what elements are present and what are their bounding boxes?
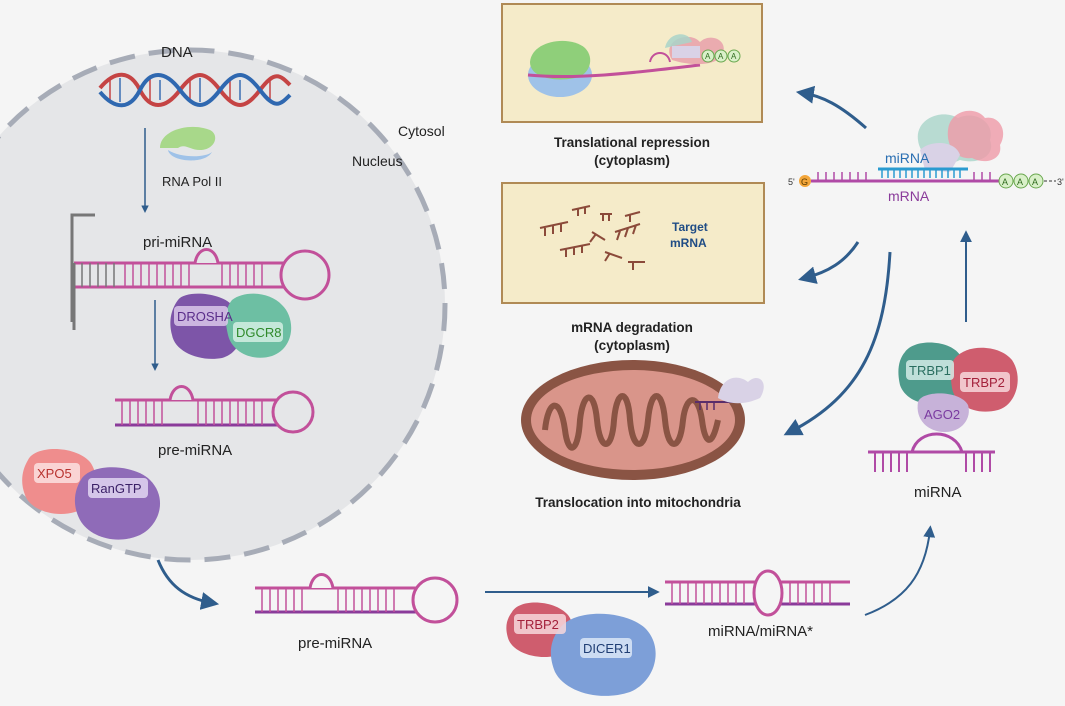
cap-label: G [801, 177, 808, 187]
dna-helix: DNA [98, 44, 292, 108]
target-mrna-complex: miRNA 5' G A A A 3' mRNA [788, 110, 1064, 204]
risc-mirna-label: miRNA [914, 484, 962, 501]
polyA-1: A [1002, 177, 1008, 187]
mirna-duplex: miRNA/miRNA* [665, 569, 850, 640]
cytosol-label: Cytosol [398, 123, 445, 139]
dicer1-label: DICER1 [583, 641, 631, 656]
mrna-degradation-panel: Target mRNA [501, 182, 765, 304]
trbp1-label: TRBP1 [909, 363, 951, 378]
duplex-label: miRNA/miRNA* [708, 623, 813, 640]
degradation-subtitle: (cytoplasm) [594, 338, 670, 353]
drosha-label: DROSHA [177, 309, 233, 324]
panel-polyA-2: A [718, 52, 724, 61]
polyA-3: A [1032, 177, 1038, 187]
trbp2-dicer-label: TRBP2 [517, 617, 559, 632]
xpo5-label: XPO5 [37, 466, 72, 481]
pre-mirna-cytoplasm-structure: pre-miRNA [255, 573, 459, 652]
target-mrna-line2: mRNA [670, 236, 707, 250]
loading-arrow [864, 525, 936, 616]
pre-mirna-nuclear-structure: pre-miRNA [115, 385, 315, 459]
degradation-arrow [798, 241, 860, 284]
translational-repression-panel: A A A [501, 3, 763, 123]
degradation-title: mRNA degradation [571, 320, 693, 335]
pre-mirna-cytoplasm-label: pre-miRNA [298, 635, 372, 652]
three-prime-label: 3' [1057, 177, 1064, 187]
rna-pol-label: RNA Pol II [162, 174, 222, 189]
mitochondria-title: Translocation into mitochondria [535, 495, 741, 510]
dicer-complex: TRBP2 DICER1 [506, 602, 656, 696]
target-mrna-line1: Target [672, 220, 708, 234]
dna-label: DNA [161, 44, 193, 61]
repression-subtitle: (cytoplasm) [594, 153, 670, 168]
dgcr8-label: DGCR8 [236, 325, 282, 340]
five-prime-label: 5' [788, 177, 795, 187]
panel-polyA-3: A [731, 52, 737, 61]
ago2-label: AGO2 [924, 407, 960, 422]
pri-mirna-structure: pri-miRNA [70, 213, 331, 330]
repression-arrow [795, 85, 867, 130]
mitochondrion [521, 360, 764, 480]
polyA-2: A [1017, 177, 1023, 187]
rangtp-label: RanGTP [91, 481, 142, 496]
nucleus-label: Nucleus [352, 153, 403, 169]
mitochondria-arrow [783, 251, 892, 436]
risc-complex: TRBP1 TRBP2 AGO2 miRNA [868, 342, 1018, 501]
target-mrna-label: mRNA [888, 188, 930, 204]
repression-title: Translational repression [554, 135, 710, 150]
panel-polyA-1: A [705, 52, 711, 61]
pri-mirna-label: pri-miRNA [143, 234, 212, 251]
nuclear-export-arrow [156, 559, 220, 610]
rna-pol-ii: RNA Pol II [160, 126, 222, 189]
trbp2-risc-label: TRBP2 [963, 375, 1005, 390]
drosha-dgcr8-complex: DROSHA DGCR8 [170, 293, 292, 359]
rna-fragments [539, 205, 645, 270]
exportin-complex: XPO5 RanGTP [22, 448, 161, 540]
target-mirna-label: miRNA [885, 150, 930, 166]
pre-mirna-nuclear-label: pre-miRNA [158, 442, 232, 459]
